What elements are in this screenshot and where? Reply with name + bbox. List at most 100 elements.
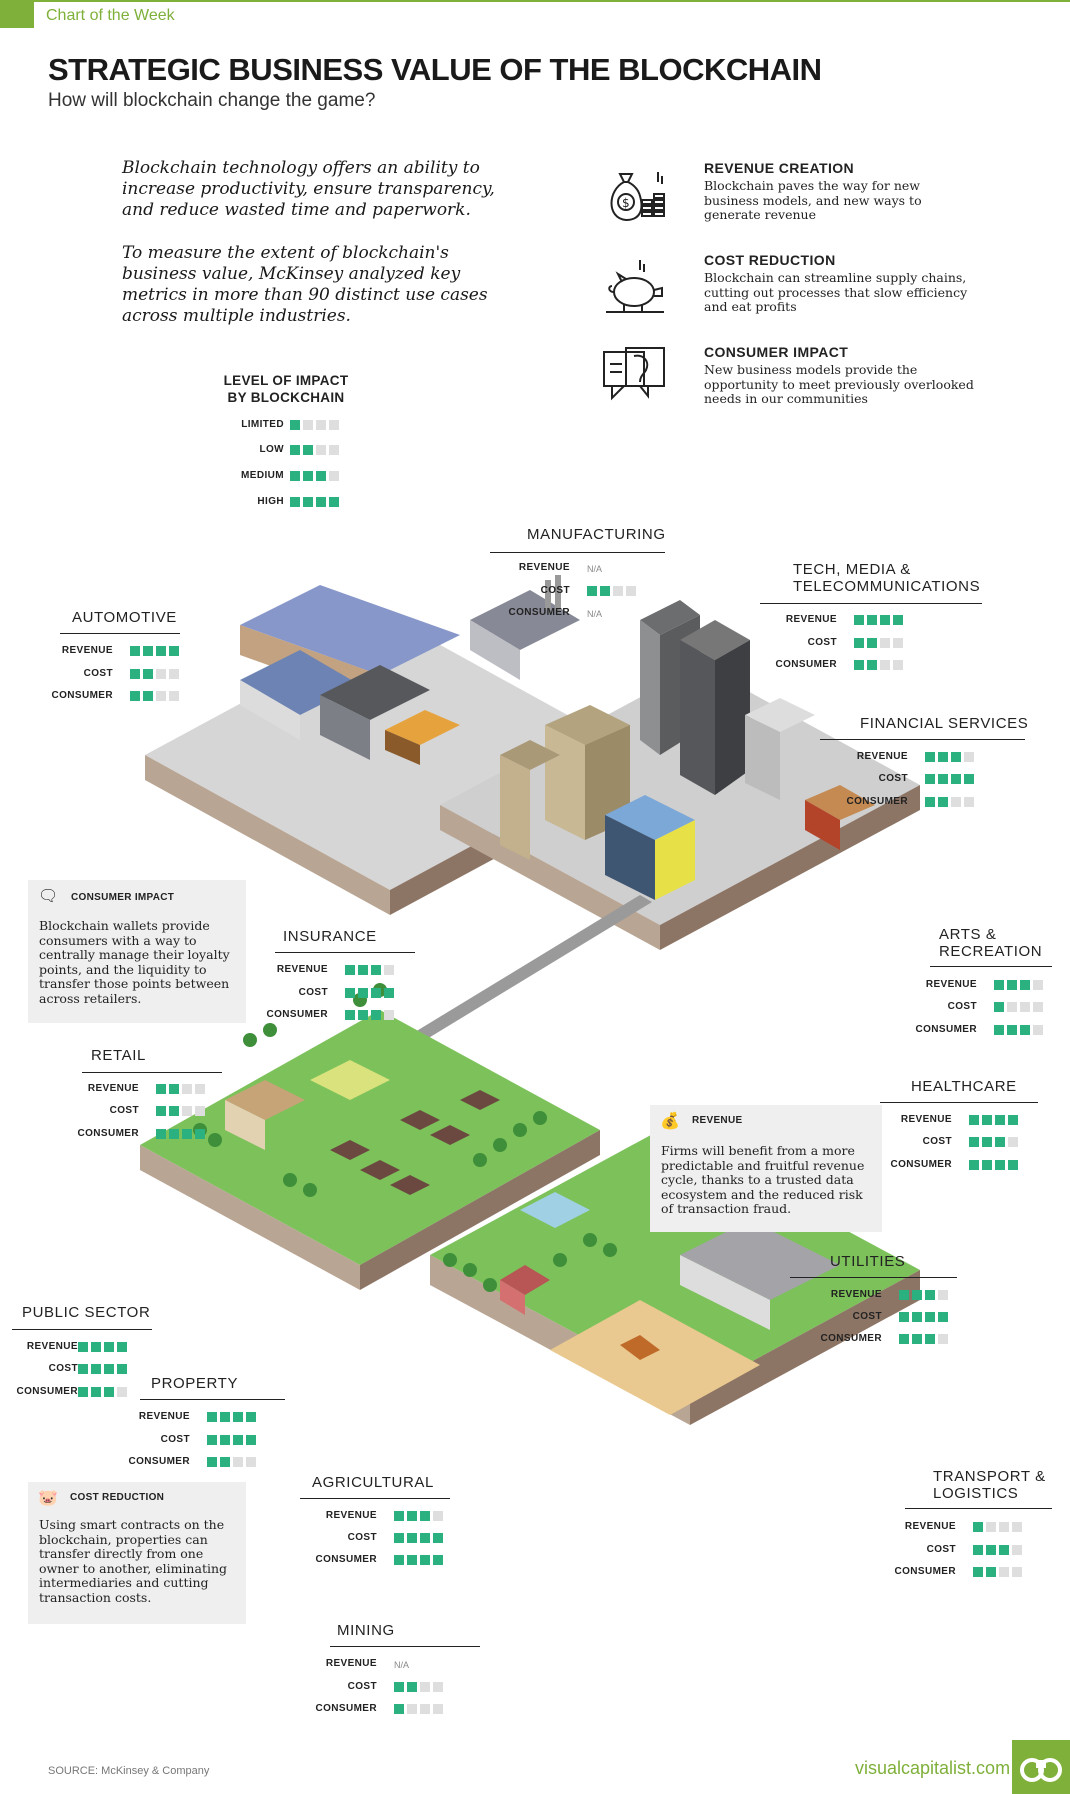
metric-label: REVENUE	[785, 614, 837, 625]
impact-square-filled	[91, 1387, 101, 1397]
impact-square-filled	[303, 445, 313, 455]
metric-label: COST	[947, 1001, 977, 1012]
impact-square-filled	[407, 1533, 417, 1543]
impact-square-empty	[420, 1682, 430, 1692]
benefit-title-consumer: CONSUMER IMPACT	[704, 344, 849, 360]
impact-square-empty	[999, 1522, 1009, 1532]
impact-square-filled	[938, 752, 948, 762]
rural-industrial-district	[430, 1130, 920, 1425]
metric-revenue: REVENUE	[876, 1521, 1070, 1535]
industry-name-line2: RECREATION	[939, 943, 1043, 960]
impact-square-filled	[1020, 1025, 1030, 1035]
conversation-icon: 🗨	[38, 888, 59, 905]
impact-square-filled	[358, 965, 368, 975]
impact-squares	[994, 980, 1046, 990]
metric-revenue: REVENUE	[0, 1341, 198, 1355]
brand-link[interactable]: visualcapitalist.com	[855, 1758, 1011, 1778]
metric-cost: COST	[897, 1001, 1070, 1015]
impact-square-empty	[156, 669, 166, 679]
impact-square-filled	[854, 660, 864, 670]
callout-revenue: 💰 REVENUE Firms will benefit from a more…	[650, 1105, 882, 1232]
impact-square-filled	[1008, 1160, 1018, 1170]
metric-consumer: CONSUMER	[897, 1024, 1070, 1038]
benefit-title-revenue: REVENUE CREATION	[704, 160, 855, 176]
conversation-icon	[600, 344, 670, 414]
impact-squares	[899, 1334, 951, 1344]
isometric-city-illustration	[140, 575, 920, 1425]
metric-label: REVENUE	[87, 1083, 139, 1094]
impact-squares	[156, 1084, 208, 1094]
impact-square-filled	[156, 1129, 166, 1139]
impact-square-filled	[78, 1342, 88, 1352]
impact-square-filled	[358, 988, 368, 998]
metric-label: COST	[540, 585, 570, 596]
impact-square-empty	[233, 1457, 243, 1467]
impact-squares	[394, 1511, 446, 1521]
impact-square-filled	[867, 660, 877, 670]
chart-of-the-week-tag: Chart of the Week	[46, 7, 175, 24]
impact-square-filled	[1020, 980, 1030, 990]
impact-square-filled	[91, 1342, 101, 1352]
impact-square-empty	[964, 752, 974, 762]
binoculars-icon	[1020, 1758, 1062, 1782]
callout-consumer-impact: 🗨 CONSUMER IMPACT Blockchain wallets pro…	[28, 880, 246, 1023]
impact-square-empty	[246, 1457, 256, 1467]
metric-label: COST	[347, 1532, 377, 1543]
impact-square-filled	[407, 1682, 417, 1692]
legend-label: MEDIUM	[241, 470, 284, 481]
impact-squares	[130, 691, 182, 701]
metric-label: CONSUMER	[915, 1024, 977, 1035]
metric-label: REVENUE	[26, 1341, 78, 1352]
metric-label: COST	[83, 668, 113, 679]
industry-name: PROPERTY	[151, 1375, 239, 1392]
impact-square-filled	[384, 988, 394, 998]
impact-square-filled	[893, 615, 903, 625]
metric-label: CONSUMER	[128, 1456, 190, 1467]
impact-square-empty	[316, 420, 326, 430]
metric-cost: COST	[757, 637, 957, 651]
label-rule	[820, 739, 1025, 740]
impact-square-empty	[613, 586, 623, 596]
impact-squares: N/A	[587, 563, 602, 574]
impact-square-filled	[925, 797, 935, 807]
impact-square-filled	[899, 1334, 909, 1344]
metric-consumer: CONSUMER	[757, 659, 957, 673]
metric-label: REVENUE	[518, 562, 570, 573]
impact-square-filled	[951, 752, 961, 762]
impact-square-filled	[316, 471, 326, 481]
impact-square-empty	[182, 1084, 192, 1094]
impact-square-filled	[1007, 1025, 1017, 1035]
impact-square-filled	[938, 774, 948, 784]
impact-square-filled	[316, 497, 326, 507]
metric-label: CONSUMER	[820, 1333, 882, 1344]
industry-name: AGRICULTURAL	[312, 1474, 434, 1491]
label-rule	[60, 633, 180, 634]
metric-revenue: REVENUE	[757, 614, 957, 628]
legend-row-limited: LIMITED	[196, 419, 346, 433]
metric-consumer: CONSUMER	[872, 1159, 1070, 1173]
impact-square-filled	[407, 1511, 417, 1521]
impact-square-filled	[854, 615, 864, 625]
impact-square-filled	[91, 1364, 101, 1374]
callout-text: Using smart contracts on the blockchain,…	[39, 1517, 228, 1605]
impact-square-filled	[925, 1312, 935, 1322]
impact-squares	[899, 1312, 951, 1322]
impact-square-filled	[867, 615, 877, 625]
money-bag-icon: 💰	[660, 1113, 680, 1130]
legend-row-high: HIGH	[196, 496, 346, 510]
impact-square-filled	[854, 638, 864, 648]
metric-cost: COST	[0, 1363, 198, 1377]
impact-square-filled	[329, 497, 339, 507]
impact-square-empty	[986, 1522, 996, 1532]
metric-cost: COST	[297, 1532, 497, 1546]
metric-label: COST	[852, 1311, 882, 1322]
metric-revenue: REVENUE	[802, 1289, 1002, 1303]
industry-name: UTILITIES	[830, 1253, 906, 1270]
downtown-district	[440, 600, 920, 950]
not-applicable-label: N/A	[394, 1660, 410, 1670]
legend-title: LEVEL OF IMPACT BY BLOCKCHAIN	[196, 372, 376, 406]
impact-square-filled	[78, 1364, 88, 1374]
impact-square-filled	[994, 1002, 1004, 1012]
metric-label: CONSUMER	[315, 1554, 377, 1565]
industry-name: AUTOMOTIVE	[72, 609, 177, 626]
